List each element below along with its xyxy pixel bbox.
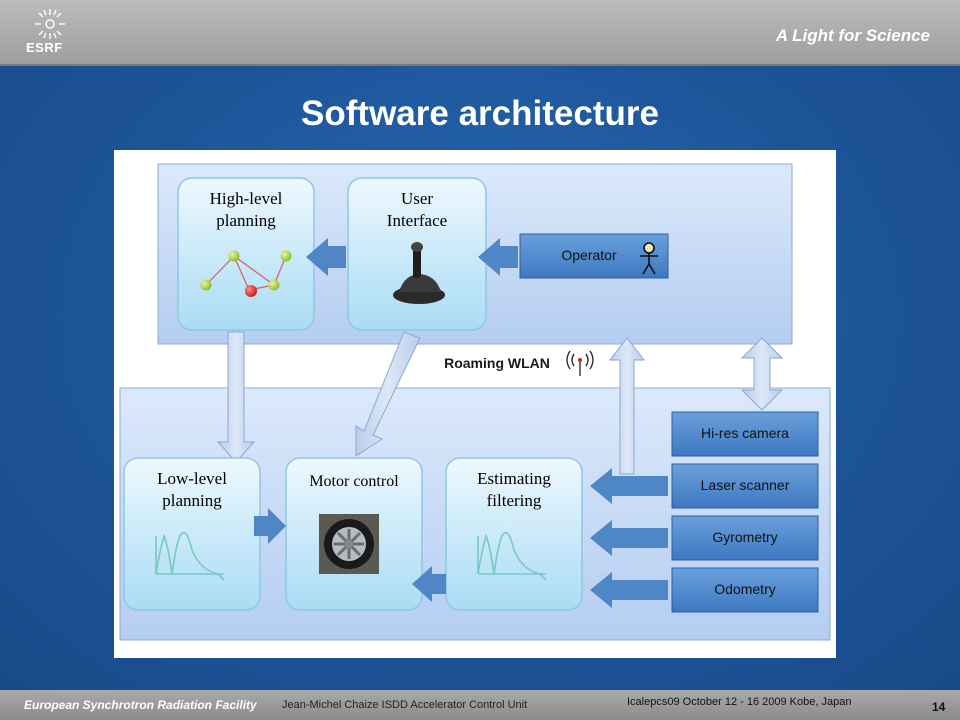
roaming-wlan-label: Roaming WLAN bbox=[444, 355, 550, 371]
user-interface-box: User Interface bbox=[347, 177, 487, 331]
sensor-odometry: Odometry bbox=[671, 567, 819, 613]
person-icon bbox=[640, 242, 658, 275]
footer-organization: European Synchrotron Radiation Facility bbox=[24, 698, 257, 712]
motor-control-label: Motor control bbox=[309, 473, 399, 490]
arrow-operator-to-ui bbox=[478, 238, 518, 276]
page-number: 14 bbox=[932, 700, 946, 714]
arrow-low-to-motor bbox=[254, 508, 286, 544]
high-level-planning-box: High-level planning bbox=[177, 177, 315, 331]
header-bar: ESRF A Light for Science bbox=[0, 0, 960, 66]
arrow-high-to-low bbox=[216, 331, 256, 463]
sensor-label: Laser scanner bbox=[701, 477, 790, 493]
waveform-icon bbox=[477, 531, 547, 581]
user-interface-label-1: User bbox=[401, 189, 433, 208]
footer-bar: European Synchrotron Radiation Facility … bbox=[0, 690, 960, 720]
logo-text: ESRF bbox=[26, 40, 63, 55]
antenna-icon bbox=[566, 350, 594, 376]
footer-author: Jean-Michel Chaize ISDD Accelerator Cont… bbox=[282, 699, 528, 711]
arrow-estimating-to-motor bbox=[412, 566, 446, 602]
graph-nodes-icon bbox=[200, 250, 292, 297]
low-level-planning-label-1: Low-level bbox=[157, 469, 227, 488]
footer-conference: Icalepcs09 October 12 - 16 2009 Kobe, Ja… bbox=[627, 696, 852, 708]
low-level-planning-label-2: planning bbox=[162, 491, 222, 510]
arrow-laser-to-estimating bbox=[590, 468, 668, 504]
esrf-logo-icon bbox=[35, 9, 65, 39]
sensor-label: Hi-res camera bbox=[701, 425, 789, 441]
sensor-gyrometry: Gyrometry bbox=[671, 515, 819, 561]
wheel-icon bbox=[319, 514, 379, 574]
sensor-laser-scanner: Laser scanner bbox=[671, 463, 819, 509]
arrow-gyro-to-estimating bbox=[590, 520, 668, 556]
arrow-odo-to-estimating bbox=[590, 572, 668, 608]
motor-control-box: Motor control bbox=[285, 457, 423, 611]
user-interface-label-2: Interface bbox=[387, 211, 447, 230]
estimating-filtering-label-1: Estimating bbox=[477, 469, 551, 488]
low-level-planning-box: Low-level planning bbox=[123, 457, 261, 611]
operator-label: Operator bbox=[561, 247, 617, 263]
high-level-planning-label-2: planning bbox=[216, 211, 276, 230]
waveform-icon bbox=[155, 531, 225, 581]
arrow-laser-to-wlan bbox=[608, 337, 646, 475]
estimating-filtering-box: Estimating filtering bbox=[445, 457, 583, 611]
sensor-hi-res-camera: Hi-res camera bbox=[671, 411, 819, 457]
slide-title: Software architecture bbox=[301, 94, 659, 133]
joystick-icon bbox=[393, 242, 445, 304]
sensor-label: Gyrometry bbox=[712, 529, 777, 545]
tagline: A Light for Science bbox=[775, 26, 930, 45]
high-level-planning-label-1: High-level bbox=[210, 189, 283, 208]
sensor-label: Odometry bbox=[714, 581, 775, 597]
arrow-ui-to-planning bbox=[306, 238, 346, 276]
architecture-diagram: High-level planning User Interface bbox=[114, 150, 836, 658]
estimating-filtering-label-2: filtering bbox=[487, 491, 542, 510]
arrow-camera-wlan bbox=[740, 337, 784, 411]
operator-box: Operator bbox=[519, 233, 669, 279]
arrow-ui-to-motor bbox=[355, 331, 421, 457]
